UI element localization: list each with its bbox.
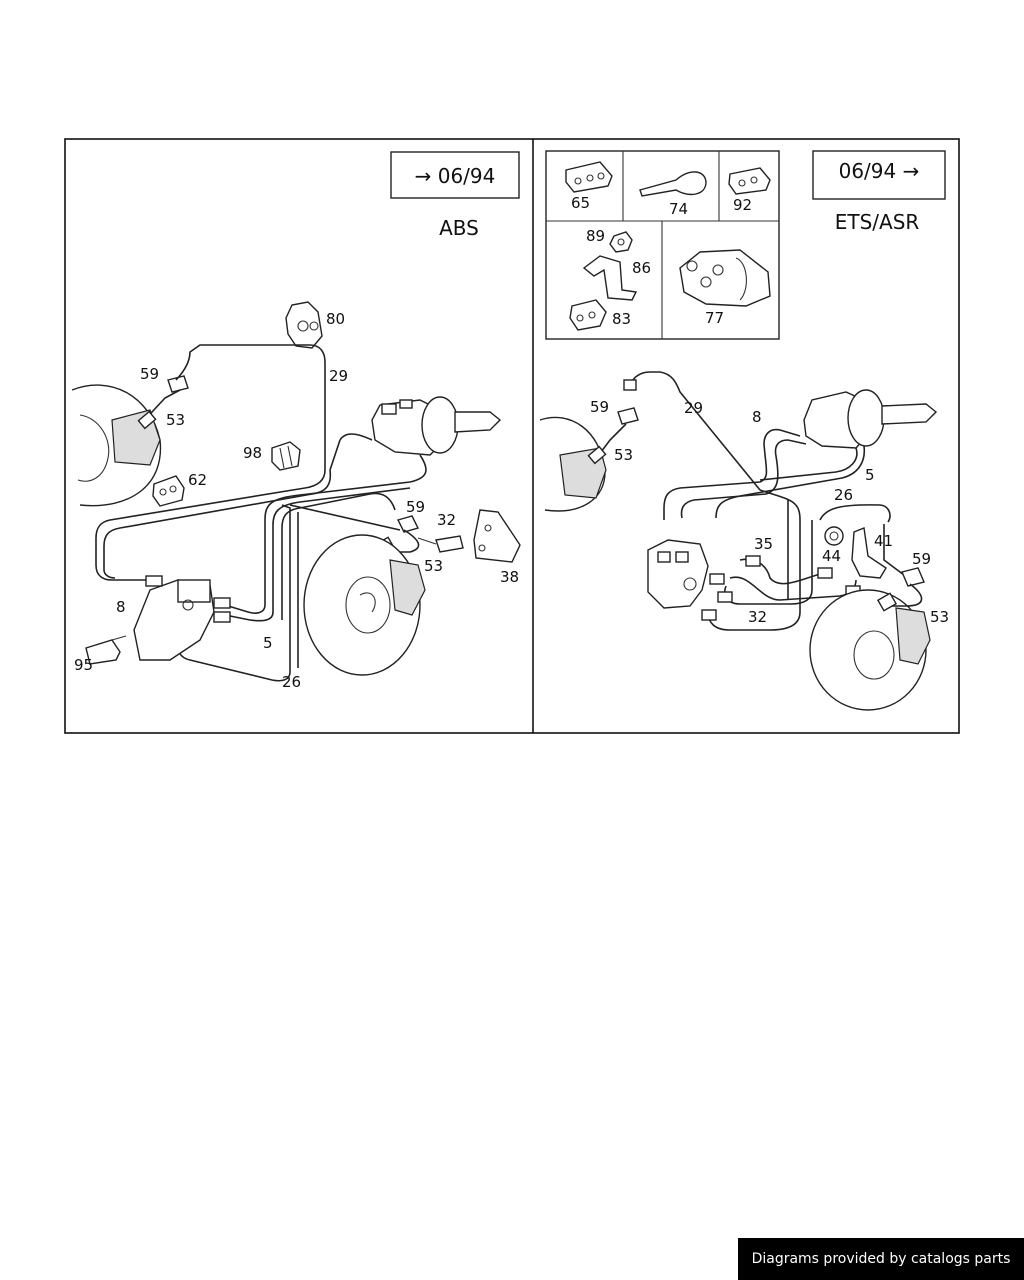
right-callout-59-rear: 59 [912, 550, 931, 568]
left-system-label: ABS [439, 216, 479, 240]
brake-hose-right-front [587, 371, 761, 491]
callout-95: 95 [74, 656, 93, 674]
callout-29: 29 [329, 367, 348, 385]
bracket-41-icon [851, 527, 887, 579]
callout-98: 98 [243, 444, 262, 462]
callout-59-rear: 59 [406, 498, 425, 516]
right-callout-5: 5 [865, 466, 875, 484]
callout-80: 80 [326, 310, 345, 328]
callout-53: 53 [166, 411, 185, 429]
right-panel-ets-asr: 65 74 92 89 86 83 77 06/94 → ETS/ASR [539, 150, 949, 711]
callout-5: 5 [263, 634, 273, 652]
inset-callout-74: 74 [669, 200, 688, 218]
right-front-brake-disc [539, 416, 607, 512]
left-date-tag: → 06/94 [415, 164, 496, 188]
right-date-box [812, 150, 946, 200]
bracket-38-icon [473, 509, 521, 563]
inset-callout-77: 77 [705, 309, 724, 327]
right-callout-44: 44 [822, 547, 841, 565]
right-callout-53-rear: 53 [930, 608, 949, 626]
right-callout-32: 32 [748, 608, 767, 626]
inset-callout-92: 92 [733, 196, 752, 214]
nut-89-icon [609, 231, 633, 253]
right-callout-29: 29 [684, 399, 703, 417]
ets-hydraulic-unit [647, 539, 861, 621]
clip-77-icon [679, 249, 771, 307]
right-callout-35: 35 [754, 535, 773, 553]
right-callout-26: 26 [834, 486, 853, 504]
right-system-label: ETS/ASR [835, 210, 920, 234]
footer-credit: Diagrams provided by catalogs parts [738, 1238, 1024, 1280]
callout-8: 8 [116, 598, 126, 616]
callout-59: 59 [140, 365, 159, 383]
clip-95-icon [85, 635, 127, 665]
left-panel-abs: → 06/94 ABS [71, 151, 521, 691]
right-date-tag: 06/94 → [839, 159, 920, 183]
master-cylinder [371, 396, 502, 456]
grommet-44-icon [824, 526, 844, 546]
cable-tie-74-icon [639, 171, 707, 197]
rear-brake-disc-right-panel [809, 567, 931, 711]
bracket-86-icon [582, 255, 638, 301]
left-date-box [390, 151, 520, 199]
clip-92-icon [728, 167, 771, 195]
clip-98-icon [271, 441, 301, 471]
right-callout-41: 41 [874, 532, 893, 550]
clip-83-icon [569, 299, 607, 331]
clip-62-icon [152, 475, 185, 507]
clip-65-icon [565, 161, 613, 193]
inset-callout-89: 89 [586, 227, 605, 245]
left-front-brake-disc [71, 384, 162, 507]
inset-callout-65: 65 [571, 194, 590, 212]
brake-pipes-left [95, 433, 427, 682]
right-callout-53: 53 [614, 446, 633, 464]
callout-26: 26 [282, 673, 301, 691]
callout-62: 62 [188, 471, 207, 489]
right-callout-8: 8 [752, 408, 762, 426]
master-cylinder-right [803, 389, 938, 449]
callout-32: 32 [437, 511, 456, 529]
brake-hose-left-front [137, 344, 326, 470]
clip-80-icon [285, 301, 323, 349]
inset-callout-83: 83 [612, 310, 631, 328]
inset-callout-86: 86 [632, 259, 651, 277]
diagram-frame [64, 138, 960, 734]
abs-hydraulic-unit [133, 575, 231, 661]
right-callout-59: 59 [590, 398, 609, 416]
brake-pipes-right [663, 428, 909, 631]
callout-38: 38 [500, 568, 519, 586]
callout-53-rear: 53 [424, 557, 443, 575]
rear-brake-disc-left-panel [303, 534, 426, 676]
